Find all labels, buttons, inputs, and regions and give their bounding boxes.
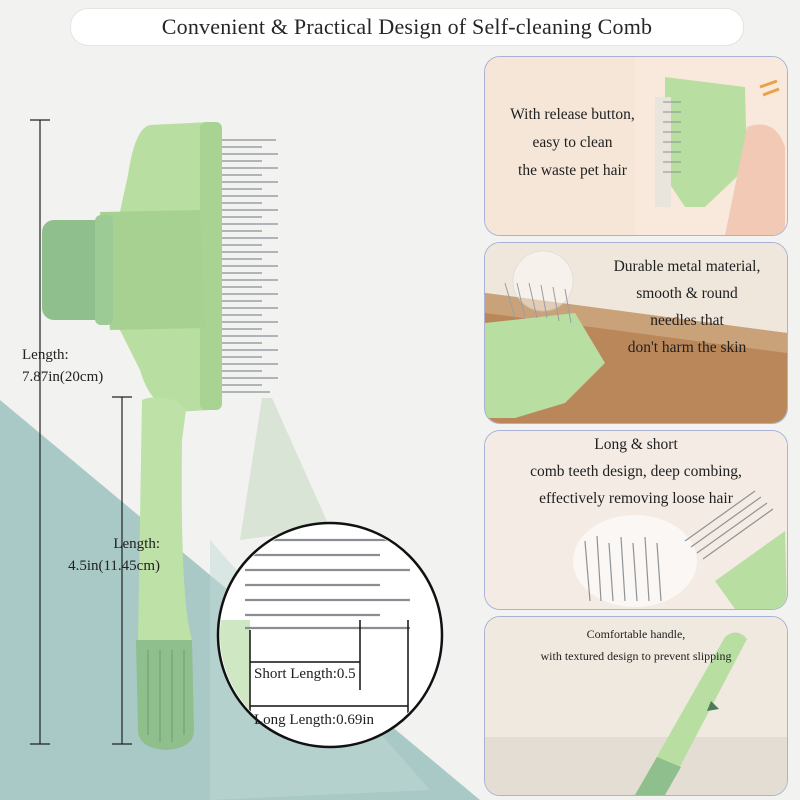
- zoom-circle: [216, 521, 444, 749]
- handle-grip: [136, 640, 194, 750]
- release-button-block: [100, 210, 205, 330]
- panel-3-photo: [485, 431, 787, 609]
- title-bar: Convenient & Practical Design of Self-cl…: [70, 8, 744, 46]
- feature-panel-comb-teeth: Long & short comb teeth design, deep com…: [484, 430, 788, 610]
- panel-1-text: With release button, easy to clean the w…: [485, 101, 660, 185]
- panel-2-line-3: needles that: [650, 312, 724, 329]
- release-knob: [42, 220, 112, 320]
- panel-2-photo: [485, 243, 787, 423]
- panel-2-line-4: don't harm the skin: [627, 339, 747, 356]
- panel-2-line-2: smooth & round: [636, 285, 738, 302]
- panel-2-text: Durable metal material, smooth & round n…: [587, 253, 787, 361]
- panel-1-photo: [485, 57, 787, 235]
- panel-3-text: Long & short comb teeth design, deep com…: [485, 431, 787, 512]
- handle-length-title: Length:: [113, 536, 160, 552]
- total-length-value: 7.87in(20cm): [22, 369, 104, 385]
- panel-3-line-2: comb teeth design, deep combing,: [530, 463, 742, 480]
- handle-length-value: 4.5in(11.45cm): [68, 558, 160, 574]
- zoom-callout-cone: [240, 398, 330, 540]
- panel-4-text: Comfortable handle, with textured design…: [485, 623, 787, 667]
- feature-panel-handle: Comfortable handle, with textured design…: [484, 616, 788, 796]
- feature-panel-release-button: With release button, easy to clean the w…: [484, 56, 788, 236]
- panel-4-line-2: with textured design to prevent slipping: [540, 649, 732, 663]
- panel-4-line-1: Comfortable handle,: [586, 627, 686, 641]
- panel-3-line-1: Long & short: [594, 436, 678, 453]
- short-length-label: Short Length:0.5: [254, 666, 356, 682]
- panel-1-line-2: easy to clean: [532, 134, 613, 151]
- panel-1-line-1: With release button,: [510, 106, 635, 123]
- long-length-label: Long Length:0.69in: [254, 712, 374, 728]
- handle-length-dimension-line: [112, 396, 132, 745]
- comb-illustration: [30, 119, 444, 750]
- total-length-label: Length: 7.87in(20cm): [22, 344, 103, 388]
- comb-teeth: [220, 139, 278, 393]
- page-title: Convenient & Practical Design of Self-cl…: [161, 14, 653, 39]
- feature-panel-metal-material: Durable metal material, smooth & round n…: [484, 242, 788, 424]
- total-length-title: Length:: [22, 347, 69, 363]
- panel-2-line-1: Durable metal material,: [613, 258, 761, 275]
- handle-length-label: Length: 4.5in(11.45cm): [48, 533, 160, 577]
- comb-handle: [138, 397, 192, 700]
- total-length-dimension-line: [30, 119, 50, 745]
- panel-4-photo: [485, 617, 787, 795]
- panel-3-line-3: effectively removing loose hair: [539, 490, 733, 507]
- panel-1-line-3: the waste pet hair: [518, 162, 627, 179]
